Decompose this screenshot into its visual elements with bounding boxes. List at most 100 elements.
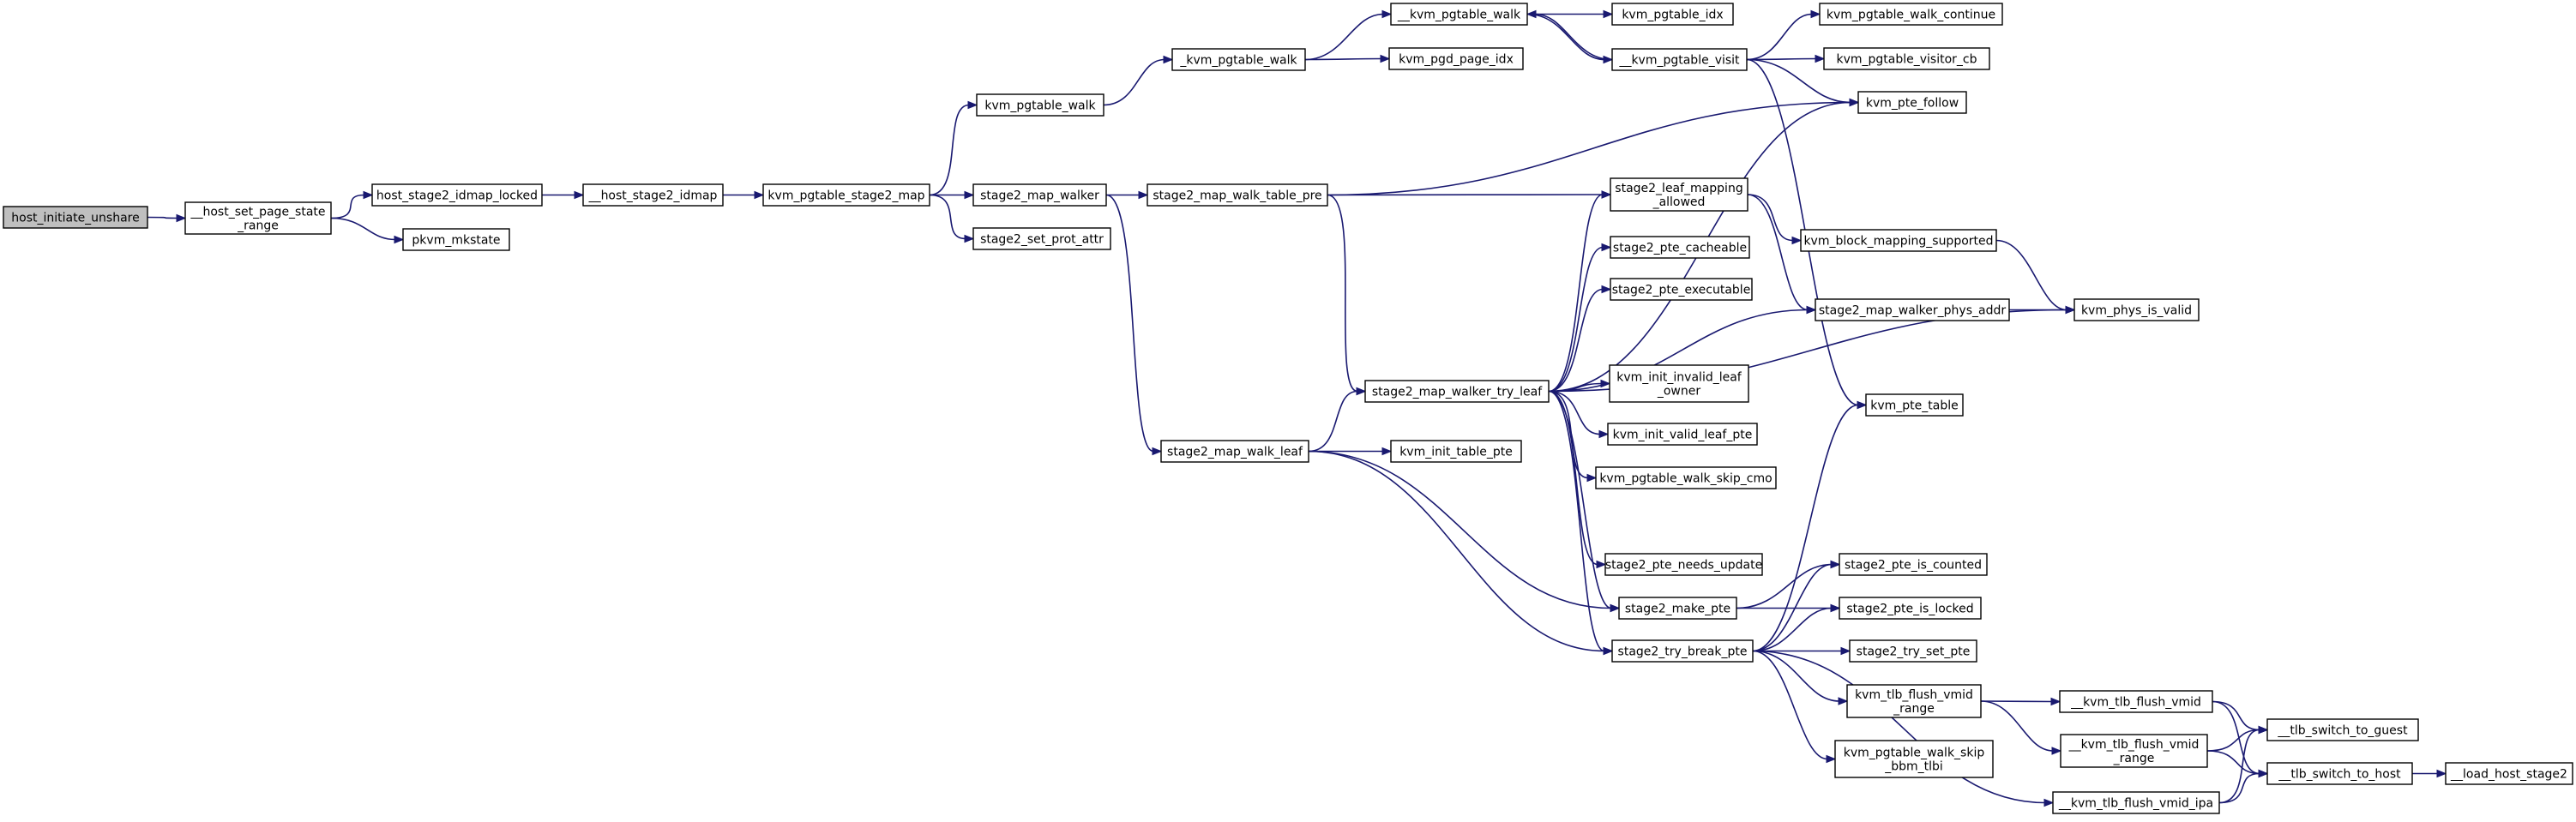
node-stage2_make_pte[interactable]: stage2_make_pte — [1618, 597, 1737, 620]
node-box[interactable] — [1618, 597, 1737, 620]
node-box[interactable] — [1800, 229, 1997, 252]
edge-line — [1752, 563, 1833, 652]
node-kvm_init_table_pte[interactable]: kvm_init_table_pte — [1390, 440, 1522, 463]
node-kvm_pgtable_walk_skip_bbm_tlbi[interactable]: kvm_pgtable_walk_skip_bbm_tlbi — [1834, 740, 1994, 778]
node-stage2_pte_is_counted[interactable]: stage2_pte_is_counted — [1839, 553, 1988, 576]
node-stage2_map_walk_table_pre[interactable]: stage2_map_walk_table_pre — [1147, 183, 1328, 207]
node-box[interactable] — [2266, 762, 2413, 785]
node-host_stage2_idmap_locked[interactable]: host_stage2_idmap_locked — [371, 183, 543, 207]
node-__kvm_tlb_flush_vmid[interactable]: __kvm_tlb_flush_vmid — [2059, 690, 2213, 713]
node-box[interactable] — [2445, 762, 2573, 785]
node-__load_host_stage2[interactable]: __load_host_stage2 — [2445, 762, 2573, 785]
node-box[interactable] — [1610, 177, 1748, 212]
node-stage2_map_walk_leaf[interactable]: stage2_map_walk_leaf — [1160, 440, 1309, 463]
node-box[interactable] — [2073, 298, 2200, 321]
node-box[interactable] — [1849, 639, 1977, 663]
node-box[interactable] — [1839, 553, 1988, 576]
node-__kvm_pgtable_walk[interactable]: __kvm_pgtable_walk — [1390, 3, 1528, 26]
node-box[interactable] — [1610, 278, 1753, 301]
node-__kvm_pgtable_visit[interactable]: __kvm_pgtable_visit — [1611, 48, 1748, 71]
node-box[interactable] — [1147, 183, 1328, 207]
node-box[interactable] — [1388, 47, 1524, 70]
node-box[interactable] — [1610, 236, 1750, 259]
node-kvm_phys_is_valid[interactable]: kvm_phys_is_valid — [2073, 298, 2200, 321]
node-box[interactable] — [1595, 466, 1777, 489]
node-__tlb_switch_to_host[interactable]: __tlb_switch_to_host — [2266, 762, 2413, 785]
node-box[interactable] — [1611, 639, 1754, 663]
node-box[interactable] — [3, 206, 148, 229]
node-box[interactable] — [582, 183, 724, 207]
node-kvm_pte_table[interactable]: kvm_pte_table — [1865, 393, 1964, 417]
node-stage2_map_walker_phys_addr[interactable]: stage2_map_walker_phys_addr — [1815, 298, 2010, 321]
node-box[interactable] — [1607, 423, 1758, 446]
node-box[interactable] — [1834, 740, 1994, 778]
arrowhead — [1830, 560, 1841, 569]
node-box[interactable] — [1171, 48, 1306, 71]
node-kvm_block_mapping_supported[interactable]: kvm_block_mapping_supported — [1800, 229, 1997, 252]
node-stage2_pte_needs_update[interactable]: stage2_pte_needs_update — [1604, 553, 1763, 576]
node-box[interactable] — [1390, 440, 1522, 463]
node-kvm_pgtable_idx[interactable]: kvm_pgtable_idx — [1611, 3, 1734, 26]
node-stage2_map_walker[interactable]: stage2_map_walker — [972, 183, 1107, 207]
node-box[interactable] — [1865, 393, 1964, 417]
node-box[interactable] — [1611, 48, 1748, 71]
node-box[interactable] — [976, 93, 1104, 117]
node-box[interactable] — [2052, 791, 2220, 814]
node-box[interactable] — [1839, 597, 1982, 620]
node-box[interactable] — [1823, 47, 1990, 70]
node-stage2_pte_cacheable[interactable]: stage2_pte_cacheable — [1610, 236, 1750, 259]
node-stage2_map_walker_try_leaf[interactable]: stage2_map_walker_try_leaf — [1364, 380, 1550, 403]
node-kvm_pgtable_walk_skip_cmo[interactable]: kvm_pgtable_walk_skip_cmo — [1595, 466, 1777, 489]
node-box[interactable] — [1609, 364, 1749, 403]
node-pkvm_mkstate[interactable]: pkvm_mkstate — [402, 228, 510, 251]
node-stage2_pte_is_locked[interactable]: stage2_pte_is_locked — [1839, 597, 1982, 620]
node-__host_set_page_state_range[interactable]: __host_set_page_state_range — [184, 201, 332, 235]
node-box[interactable] — [972, 227, 1111, 250]
node-box[interactable] — [1819, 3, 2003, 26]
node-stage2_try_break_pte[interactable]: stage2_try_break_pte — [1611, 639, 1754, 663]
node-box[interactable] — [1857, 91, 1967, 114]
call-graph-nodes: host_initiate_unshare __host_set_page_sta… — [3, 3, 2573, 814]
edge-stage2_try_break_pte-to-stage2_pte_is_locked — [1752, 603, 1841, 652]
node-box[interactable] — [2266, 718, 2419, 741]
node-box[interactable] — [1611, 3, 1734, 26]
node-box[interactable] — [1160, 440, 1309, 463]
node-box[interactable] — [1364, 380, 1550, 403]
arrowhead — [964, 190, 975, 200]
node-box[interactable] — [762, 183, 930, 207]
node-__host_stage2_idmap[interactable]: __host_stage2_idmap — [582, 183, 724, 207]
edge-stage2_map_walker_try_leaf-to-stage2_map_walker_phys_addr — [1548, 305, 1817, 393]
node-host_initiate_unshare[interactable]: host_initiate_unshare — [3, 206, 148, 229]
node-box[interactable] — [184, 201, 332, 235]
node-kvm_init_invalid_leaf_owner[interactable]: kvm_init_invalid_leaf_owner — [1609, 364, 1749, 403]
node-kvm_pgtable_stage2_map[interactable]: kvm_pgtable_stage2_map — [762, 183, 930, 207]
node-box[interactable] — [1846, 684, 1982, 718]
node-kvm_init_valid_leaf_pte[interactable]: kvm_init_valid_leaf_pte — [1607, 423, 1758, 446]
node-kvm_pgtable_visitor_cb[interactable]: kvm_pgtable_visitor_cb — [1823, 47, 1990, 70]
edge-line — [1526, 13, 1605, 61]
node-box[interactable] — [2059, 690, 2213, 713]
node-kvm_pgd_page_idx[interactable]: kvm_pgd_page_idx — [1388, 47, 1524, 70]
node-stage2_pte_executable[interactable]: stage2_pte_executable — [1610, 278, 1753, 301]
node-__kvm_tlb_flush_vmid_range[interactable]: __kvm_tlb_flush_vmid_range — [2060, 734, 2208, 768]
node-__kvm_tlb_flush_vmid_ipa[interactable]: __kvm_tlb_flush_vmid_ipa — [2052, 791, 2220, 814]
node-box[interactable] — [2060, 734, 2208, 768]
node-box[interactable] — [1604, 553, 1763, 576]
edge-stage2_map_walker-to-stage2_map_walk_leaf — [1105, 194, 1163, 456]
node-stage2_set_prot_attr[interactable]: stage2_set_prot_attr — [972, 227, 1111, 250]
node-kvm_pgtable_walk[interactable]: kvm_pgtable_walk — [976, 93, 1104, 117]
node-kvm_tlb_flush_vmid_range[interactable]: kvm_tlb_flush_vmid_range — [1846, 684, 1982, 718]
node-box[interactable] — [1390, 3, 1528, 26]
node-__tlb_switch_to_guest[interactable]: __tlb_switch_to_guest — [2266, 718, 2419, 741]
node-_kvm_pgtable_walk[interactable]: _kvm_pgtable_walk — [1171, 48, 1306, 71]
node-kvm_pgtable_walk_continue[interactable]: kvm_pgtable_walk_continue — [1819, 3, 2003, 26]
arrowhead — [1356, 387, 1367, 396]
node-box[interactable] — [1815, 298, 2010, 321]
node-box[interactable] — [402, 228, 510, 251]
node-stage2_try_set_pte[interactable]: stage2_try_set_pte — [1849, 639, 1977, 663]
node-box[interactable] — [972, 183, 1107, 207]
node-kvm_pte_follow[interactable]: kvm_pte_follow — [1857, 91, 1967, 114]
edge-line — [1980, 700, 2053, 703]
node-box[interactable] — [371, 183, 543, 207]
node-stage2_leaf_mapping_allowed[interactable]: stage2_leaf_mapping_allowed — [1610, 177, 1748, 212]
